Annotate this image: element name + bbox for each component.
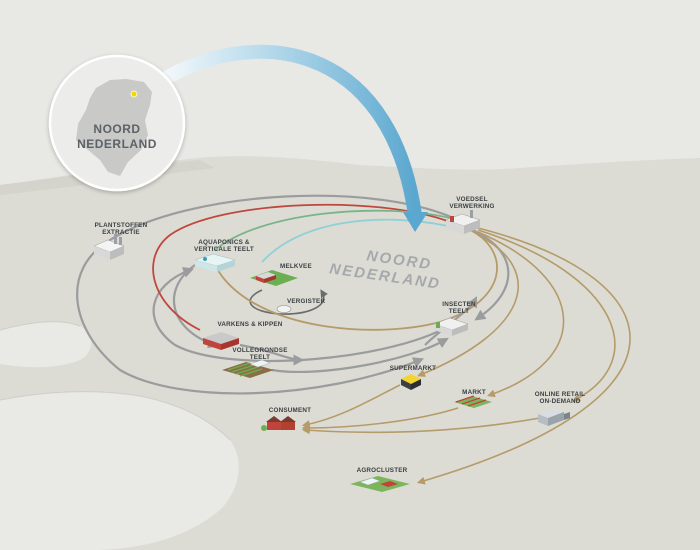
voedselverwerking-icon [445,210,481,234]
insectenteelt-icon [433,317,469,336]
teal-flow [261,218,449,263]
inset-map: NOORD NEDERLAND [48,54,186,192]
label-consument: CONSUMENT [269,407,311,414]
label-online-1: ONLINE RETAIL [535,391,585,398]
mid-grey-cycle [152,267,456,362]
crop-to-insect-arrow [271,337,449,374]
online-to-consument [301,417,541,435]
red-flow [152,203,451,331]
melkvee-vergister-loop [249,289,328,315]
supermarkt-icon [401,374,421,390]
outer-grey-cycle [76,194,463,395]
labels: PLANTSTOFFEN EXTRACTIE AQUAPONICS & VERT… [95,196,585,474]
label-supermarkt: SUPERMARKT [390,365,436,372]
ijsselmeer [0,391,239,550]
location-dot-icon [130,90,138,98]
netherlands-silhouette [76,79,152,176]
plantstoffen-icon [93,234,125,260]
big-arrow [143,44,422,222]
label-markt: MARKT [462,389,486,396]
label-insecten-2: TEELT [449,308,469,315]
label-aquaponics-1: AQUAPONICS & [198,239,250,246]
vergister-icon [276,305,292,313]
distribution-flows [301,227,631,485]
label-vollegrondse-2: TEELT [250,354,270,361]
tan-inner-flow [209,229,498,331]
melkvee-icon [250,270,298,286]
label-melkvee: MELKVEE [280,263,312,270]
label-voedsel-1: VOEDSEL [456,196,488,203]
flow-to-agrocluster [416,227,631,485]
flow-to-markt [477,231,565,398]
shore-lines [0,321,231,441]
vollegrondse-teelt-icon [222,359,274,378]
inner-grey-cycle [172,264,220,349]
label-aquaponics-2: VERTICALE TEELT [194,246,254,253]
voedsel-to-plant-grey [467,226,510,321]
pig-to-crop-arrow [239,343,305,366]
agrocluster-icon [350,476,410,492]
label-agrocluster: AGROCLUSTER [357,467,408,474]
flow-to-supermarkt [417,234,519,377]
consument-icon [261,416,296,431]
label-plantstoffen-2: EXTRACTIE [102,229,139,236]
flow-to-online [477,229,616,402]
supermarkt-to-consument [301,384,401,428]
colored-flows [152,203,498,331]
inland-water [0,321,92,368]
markt-to-consument [301,407,459,432]
label-vollegrondse-1: VOLLEGRONDSE [232,347,287,354]
aquaponics-icon [194,253,236,272]
online-retail-truck-icon [538,408,570,426]
label-voedsel-2: VERWERKING [449,203,494,210]
big-arrow-head [403,212,428,232]
inset-label-line1: NOORD [93,122,140,136]
label-vergister: VERGISTER [287,298,325,305]
markt-icon [454,395,492,408]
label-plantstoffen-1: PLANTSTOFFEN [95,222,148,229]
inset-label-line2: NEDERLAND [77,137,157,151]
label-insecten-1: INSECTEN [442,301,476,308]
label-online-2: ON-DEMAND [540,398,581,405]
grey-flows [76,194,510,395]
label-varkens: VARKENS & KIPPEN [217,321,282,328]
varkens-kippen-icon [203,332,239,350]
